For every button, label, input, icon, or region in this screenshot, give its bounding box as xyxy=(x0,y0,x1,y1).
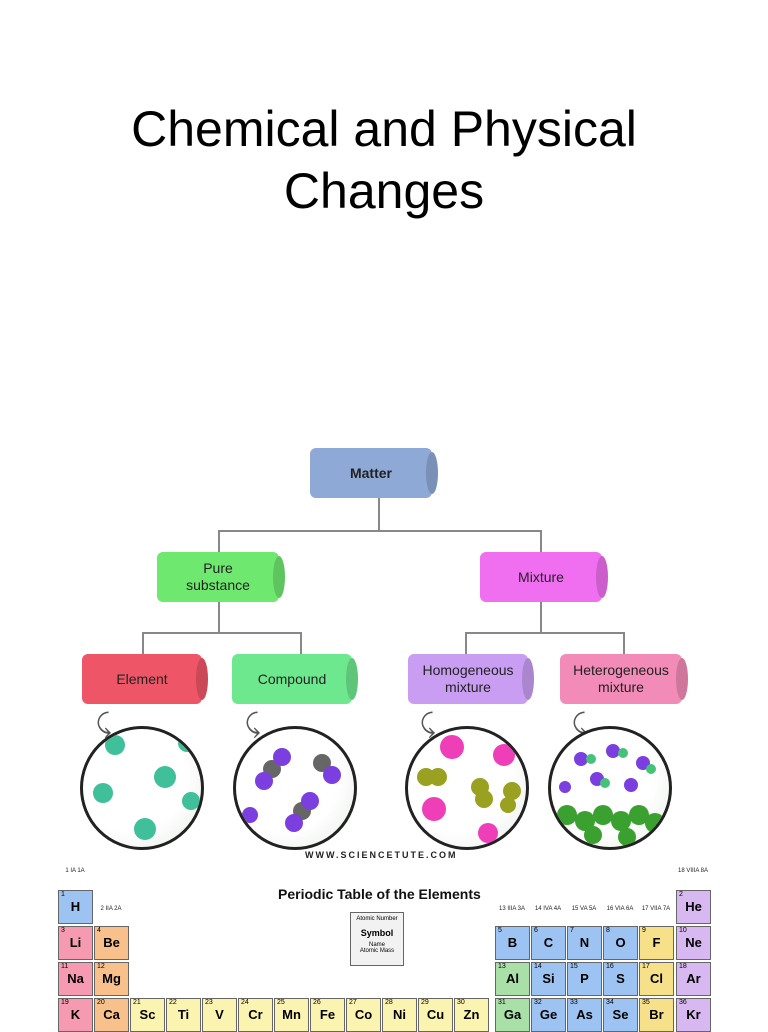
matter-box: Matter xyxy=(310,448,432,498)
legend-name: Name xyxy=(368,942,385,948)
group-label: 18 VIIIA 8A xyxy=(677,868,709,874)
periodic-table-title: Periodic Table of the Elements xyxy=(278,886,481,902)
mixture-label: Mixture xyxy=(518,568,564,585)
connector xyxy=(300,632,302,654)
element-legend-key: Atomic Number Symbol Name Atomic Mass xyxy=(350,912,404,966)
curved-arrow-icon: ⤹ xyxy=(245,708,261,738)
pure-substance-box: Pure substance xyxy=(157,552,279,602)
element-particles-illustration xyxy=(80,726,204,850)
group-label: 16 VIA 6A xyxy=(606,906,634,912)
pure-substance-label: Pure substance xyxy=(186,560,250,593)
homogeneous-label: Homogeneous mixture xyxy=(422,662,514,695)
connector xyxy=(218,602,220,632)
heterogeneous-mixture-illustration xyxy=(548,726,672,850)
connector xyxy=(142,632,144,654)
legend-atomic-mass: Atomic Mass xyxy=(359,948,395,954)
legend-atomic-number: Atomic Number xyxy=(356,916,398,922)
element-box: Element xyxy=(82,654,202,704)
connector xyxy=(465,632,467,654)
heterogeneous-label: Heterogeneous mixture xyxy=(573,662,669,695)
title-line-1: Chemical and Physical xyxy=(131,101,637,157)
element-label: Element xyxy=(116,670,168,687)
homogeneous-mixture-illustration xyxy=(405,726,529,850)
connector xyxy=(218,530,220,552)
connector xyxy=(218,530,540,532)
group-label: 13 IIIA 3A xyxy=(498,906,526,912)
compound-box: Compound xyxy=(232,654,352,704)
curved-arrow-icon: ⤹ xyxy=(420,708,436,738)
group-label: 1 IA 1A xyxy=(65,868,85,874)
slide-title: Chemical and Physical Changes xyxy=(0,98,768,222)
group-label: 2 IIA 2A xyxy=(100,906,122,912)
curved-arrow-icon: ⤹ xyxy=(96,708,112,738)
group-label: 15 VA 5A xyxy=(571,906,597,912)
periodic-table: Periodic Table of the Elements Atomic Nu… xyxy=(0,864,768,1032)
homogeneous-mixture-box: Homogeneous mixture xyxy=(408,654,528,704)
group-label: 17 VIIA 7A xyxy=(641,906,671,912)
connector xyxy=(465,632,623,634)
source-credit: WWW.SCIENCETUTE.COM xyxy=(305,850,458,860)
group-label: 14 IVA 4A xyxy=(534,906,562,912)
mixture-box: Mixture xyxy=(480,552,602,602)
connector xyxy=(142,632,300,634)
connector xyxy=(540,530,542,552)
compound-particles-illustration xyxy=(233,726,357,850)
connector xyxy=(540,602,542,632)
matter-label: Matter xyxy=(349,464,392,481)
compound-label: Compound xyxy=(257,670,327,687)
heterogeneous-mixture-box: Heterogeneous mixture xyxy=(560,654,682,704)
legend-symbol: Symbol xyxy=(360,928,394,938)
connector xyxy=(378,498,380,530)
matter-classification-diagram: Matter Pure substance Mixture Element Co… xyxy=(60,440,710,860)
title-line-2: Changes xyxy=(283,163,485,219)
connector xyxy=(623,632,625,654)
